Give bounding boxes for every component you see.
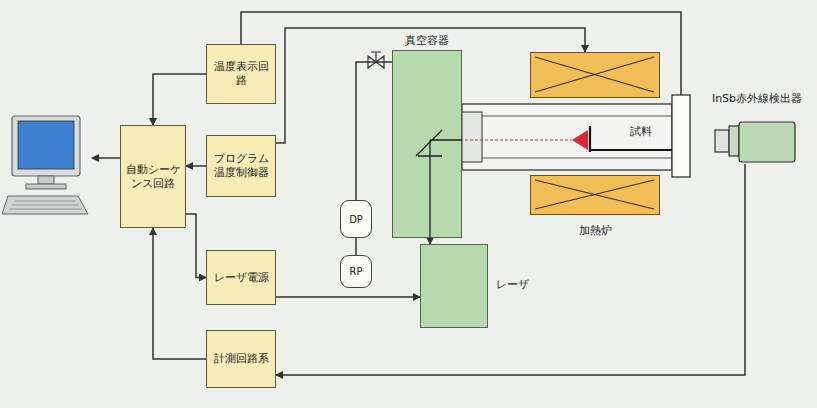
heater-cross xyxy=(531,176,658,213)
node-text: レーザ xyxy=(496,278,529,292)
node-text: InSb赤外線検出器 xyxy=(685,92,817,106)
laser-unit: レーザ xyxy=(420,244,540,328)
sample xyxy=(572,130,588,150)
connector xyxy=(356,62,392,200)
power-box: レーザ電源 xyxy=(206,250,276,305)
sequence-box: 自動シーケンス回路 xyxy=(120,125,186,228)
part-label: 試料 xyxy=(628,124,654,139)
node-text: 温度表示回路 xyxy=(211,60,271,87)
valve-stem xyxy=(371,52,381,62)
connector xyxy=(153,228,206,359)
pump-box: RP xyxy=(340,255,372,288)
ir-detector: InSb赤外線検出器 xyxy=(705,92,809,164)
signal-line xyxy=(92,157,120,159)
node-text: プログラム温度制御器 xyxy=(211,152,271,179)
connector xyxy=(153,74,206,125)
node-text: RP xyxy=(350,265,363,278)
heater-cross xyxy=(531,53,658,96)
node-text: レーザ電源 xyxy=(214,271,269,285)
heating-furnace: 加熱炉 xyxy=(530,52,660,242)
connector xyxy=(186,165,206,167)
node-text: DP xyxy=(349,213,363,226)
shape-body xyxy=(530,52,660,98)
circuit-box: 温度表示回路 xyxy=(206,44,276,104)
computer-icon xyxy=(2,116,88,214)
shape-body xyxy=(392,50,462,238)
node-text: 加熱炉 xyxy=(530,224,660,238)
node-text: 自動シーケンス回路 xyxy=(125,163,181,190)
shape-body xyxy=(530,175,660,215)
pump-box: DP xyxy=(340,200,372,238)
connector xyxy=(276,296,420,298)
controller-box: プログラム温度制御器 xyxy=(206,135,276,197)
vacuum-vessel: 真空容器 xyxy=(392,34,462,238)
connector xyxy=(276,164,745,375)
node-text: 真空容器 xyxy=(372,34,482,48)
furnace-tube xyxy=(462,95,690,177)
mirror-symbol xyxy=(392,34,462,238)
node-text: 計測回路系 xyxy=(214,352,269,366)
connector xyxy=(186,214,206,278)
connector xyxy=(355,238,357,255)
shape-body xyxy=(420,244,488,328)
measure-box: 計測回路系 xyxy=(206,330,276,388)
